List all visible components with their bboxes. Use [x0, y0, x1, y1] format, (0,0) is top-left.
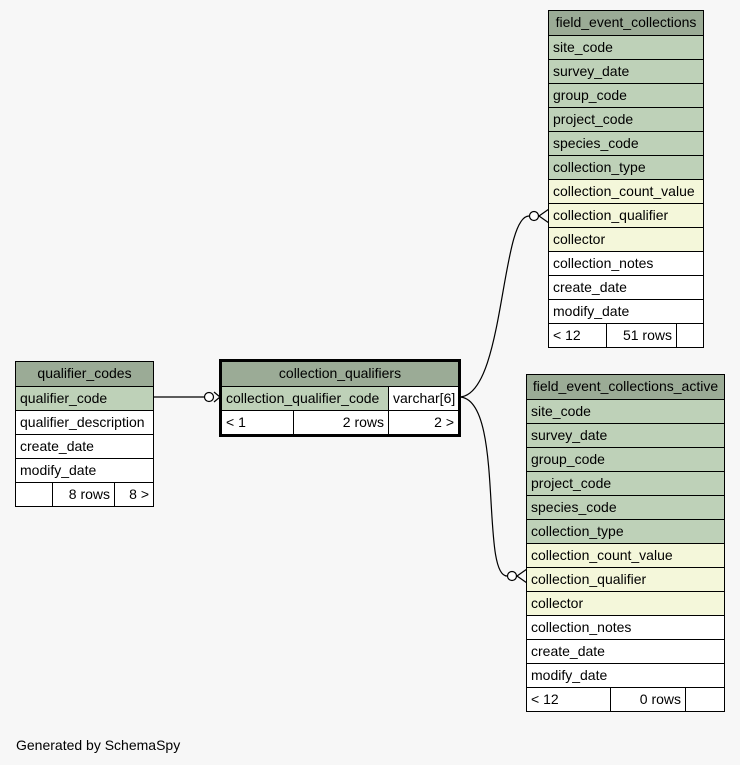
- column-row[interactable]: survey_date: [527, 423, 724, 447]
- column-row[interactable]: species_code: [527, 495, 724, 519]
- column-name: modify_date: [553, 303, 630, 319]
- column-row[interactable]: collection_qualifier: [549, 203, 703, 227]
- column-name: create_date: [20, 438, 94, 454]
- column-row[interactable]: qualifier_description: [16, 410, 153, 434]
- table-footer-row: < 12 0 rows: [527, 687, 724, 711]
- table-title-row: qualifier_codes: [16, 362, 153, 386]
- column-name: collection_notes: [553, 255, 654, 271]
- column-name: project_code: [531, 475, 612, 491]
- column-name: collection_count_value: [531, 547, 673, 563]
- table-footer-row: < 1 2 rows 2 >: [222, 410, 458, 434]
- column-type: varchar[6]: [388, 387, 458, 410]
- table-title[interactable]: qualifier_codes: [37, 365, 132, 381]
- column-row[interactable]: collection_notes: [527, 615, 724, 639]
- column-name: modify_date: [20, 462, 97, 478]
- table-field-event-collections-active[interactable]: field_event_collections_active site_code…: [526, 374, 725, 712]
- zero-or-many-marker: [528, 210, 540, 222]
- column-name: project_code: [553, 111, 634, 127]
- column-name: species_code: [531, 499, 617, 515]
- footer-row-count: 8 rows: [52, 483, 114, 506]
- column-row[interactable]: site_code: [549, 35, 703, 59]
- column-row[interactable]: site_code: [527, 399, 724, 423]
- column-name: collection_qualifier: [553, 207, 669, 223]
- column-name: modify_date: [531, 667, 608, 683]
- column-row[interactable]: species_code: [549, 131, 703, 155]
- column-name: collection_type: [531, 523, 624, 539]
- column-name: group_code: [531, 451, 605, 467]
- column-row[interactable]: create_date: [16, 434, 153, 458]
- column-row[interactable]: modify_date: [527, 663, 724, 687]
- column-name: survey_date: [531, 427, 608, 443]
- column-row[interactable]: collection_type: [527, 519, 724, 543]
- footer-parents: < 12: [553, 327, 581, 343]
- footer-parents: < 1: [226, 414, 246, 430]
- footer-children: 8 >: [114, 483, 153, 506]
- table-title-row: field_event_collections: [549, 11, 703, 35]
- column-row[interactable]: collection_qualifier: [527, 567, 724, 591]
- link-collection-qualifiers-to-field-event-collections: [458, 215, 530, 398]
- zero-or-many-marker: [506, 570, 518, 582]
- column-name: collection_type: [553, 159, 646, 175]
- column-row[interactable]: collection_qualifier_code varchar[6]: [222, 386, 458, 410]
- column-row[interactable]: collection_type: [549, 155, 703, 179]
- column-name: survey_date: [553, 63, 630, 79]
- column-name: collection_qualifier_code: [222, 387, 388, 410]
- column-row[interactable]: collection_count_value: [527, 543, 724, 567]
- column-row[interactable]: project_code: [549, 107, 703, 131]
- footer-row-count: 51 rows: [606, 324, 676, 347]
- table-footer-row: < 12 51 rows: [549, 323, 703, 347]
- table-title-row: collection_qualifiers: [222, 362, 458, 386]
- footer-parents: [16, 483, 52, 506]
- link-collection-qualifiers-to-field-event-collections-active: [458, 396, 508, 577]
- column-name: species_code: [553, 135, 639, 151]
- table-title[interactable]: field_event_collections: [555, 14, 697, 30]
- footer-row-count: 2 rows: [293, 411, 388, 434]
- table-collection-qualifiers[interactable]: collection_qualifiers collection_qualifi…: [219, 359, 461, 437]
- column-name: create_date: [531, 643, 605, 659]
- generated-by-text: Generated by SchemaSpy: [16, 737, 181, 753]
- column-name: site_code: [531, 403, 591, 419]
- table-title-row: field_event_collections_active: [527, 375, 724, 399]
- column-name: site_code: [553, 39, 613, 55]
- footer-children: [685, 688, 724, 711]
- column-row[interactable]: modify_date: [549, 299, 703, 323]
- footer-children: 2 >: [388, 411, 458, 434]
- column-row[interactable]: create_date: [549, 275, 703, 299]
- column-row[interactable]: collection_notes: [549, 251, 703, 275]
- column-row[interactable]: qualifier_code: [16, 386, 153, 410]
- column-row[interactable]: group_code: [549, 83, 703, 107]
- column-row[interactable]: survey_date: [549, 59, 703, 83]
- column-row[interactable]: group_code: [527, 447, 724, 471]
- zero-or-many-marker: [203, 391, 215, 403]
- column-row[interactable]: project_code: [527, 471, 724, 495]
- table-title[interactable]: collection_qualifiers: [278, 365, 402, 381]
- column-name: collection_count_value: [553, 183, 695, 199]
- column-row[interactable]: collection_count_value: [549, 179, 703, 203]
- column-name: create_date: [553, 279, 627, 295]
- table-field-event-collections[interactable]: field_event_collections site_code survey…: [548, 10, 704, 348]
- column-name: collection_qualifier: [531, 571, 647, 587]
- footer-children: [676, 324, 703, 347]
- footer-parents: < 12: [531, 691, 559, 707]
- column-name: collector: [553, 231, 606, 247]
- column-name: collector: [531, 595, 584, 611]
- column-row[interactable]: modify_date: [16, 458, 153, 482]
- table-title[interactable]: field_event_collections_active: [532, 378, 719, 394]
- column-name: qualifier_description: [20, 414, 145, 430]
- footer-row-count: 0 rows: [610, 688, 685, 711]
- column-name: collection_notes: [531, 619, 632, 635]
- column-row[interactable]: collector: [549, 227, 703, 251]
- table-qualifier-codes[interactable]: qualifier_codes qualifier_code qualifier…: [15, 361, 154, 507]
- column-name: qualifier_code: [20, 390, 108, 406]
- column-row[interactable]: create_date: [527, 639, 724, 663]
- column-row[interactable]: collector: [527, 591, 724, 615]
- table-footer-row: 8 rows 8 >: [16, 482, 153, 506]
- column-name: group_code: [553, 87, 627, 103]
